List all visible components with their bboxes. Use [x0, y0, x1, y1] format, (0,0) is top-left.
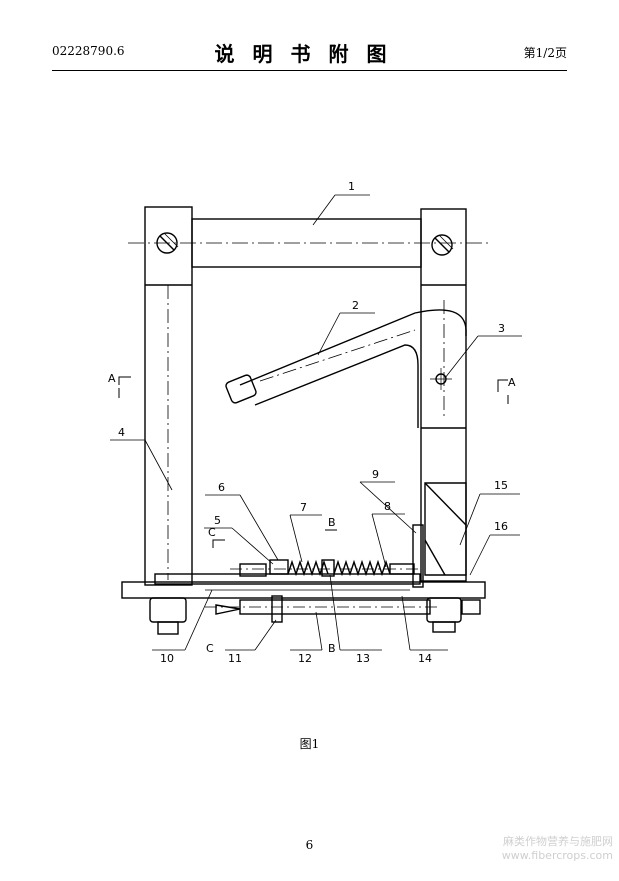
callout-labels: 1 2 3 4 5 6 7 8 9 10 11 12 13 14 15 16 A…	[108, 180, 516, 665]
callout-6: 6	[218, 481, 225, 494]
callout-13: 13	[356, 652, 370, 665]
section-B-bottom: B	[328, 642, 336, 655]
crossbar	[128, 218, 488, 268]
watermark-line-1: 麻类作物营养与施肥网	[503, 835, 613, 848]
callout-3: 3	[498, 322, 505, 335]
page-title: 说明书附图	[214, 42, 405, 66]
callout-7: 7	[300, 501, 307, 514]
callout-10: 10	[160, 652, 174, 665]
leader-lines	[110, 194, 522, 651]
lower-rod	[205, 595, 440, 623]
callout-16: 16	[494, 520, 508, 533]
left-post	[144, 206, 193, 586]
section-A-right: A	[508, 376, 516, 389]
section-C-top: C	[208, 526, 216, 539]
header-rule	[52, 70, 567, 71]
base-plate	[121, 573, 486, 599]
page-info: 第1/2页	[523, 46, 567, 60]
watermark-line-2: www.fibercrops.com	[501, 849, 613, 862]
callout-1: 1	[348, 180, 355, 193]
lower-bolts	[149, 597, 481, 635]
callout-5: 5	[214, 514, 221, 527]
section-C-bottom: C	[206, 642, 214, 655]
watermark: 麻类作物营养与施肥网 www.fibercrops.com	[502, 835, 613, 863]
section-A-left: A	[108, 372, 116, 385]
callout-11: 11	[228, 652, 242, 665]
section-B-top: B	[328, 516, 336, 529]
application-number: 02228790.6	[52, 44, 125, 58]
figure-caption: 图1	[299, 737, 320, 751]
wedge-bracket	[412, 482, 467, 588]
callout-14: 14	[418, 652, 432, 665]
callout-8: 8	[384, 500, 391, 513]
page-number: 6	[305, 838, 314, 852]
section-markers	[118, 376, 509, 548]
callout-4: 4	[118, 426, 125, 439]
hook-lever	[225, 309, 467, 428]
callout-9: 9	[372, 468, 379, 481]
callout-2: 2	[352, 299, 359, 312]
right-post	[420, 208, 467, 582]
callout-15: 15	[494, 479, 508, 492]
spring-assembly	[230, 559, 420, 577]
callout-12: 12	[298, 652, 312, 665]
